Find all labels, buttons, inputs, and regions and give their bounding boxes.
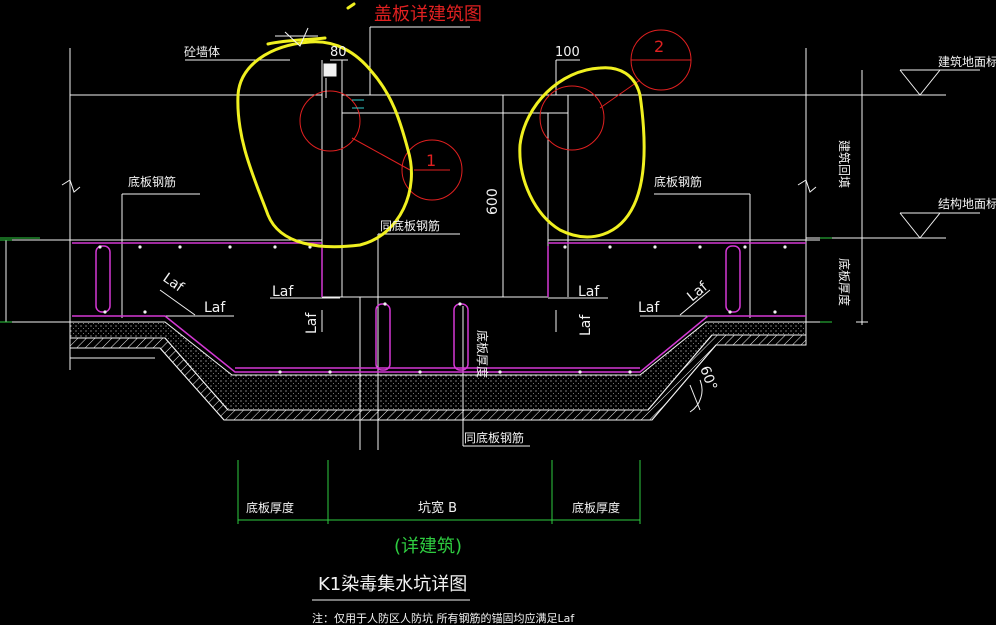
top-detail bbox=[275, 27, 337, 98]
laf-6: Laf bbox=[578, 314, 594, 336]
bottom-dimension bbox=[0, 237, 832, 524]
pit-profile bbox=[69, 321, 807, 421]
cyan-marker bbox=[352, 99, 364, 109]
backfill-label: 建筑回填 bbox=[837, 140, 852, 188]
laf-2: Laf bbox=[272, 284, 294, 300]
bottom-rebar-right: 底板钢筋 bbox=[654, 174, 702, 189]
dim-mid-label: 坑宽 B bbox=[418, 500, 457, 516]
dim-right-label: 底板厚度 bbox=[572, 500, 620, 515]
same-rebar-top: 同底板钢筋 bbox=[380, 218, 440, 233]
dim-600: 600 bbox=[485, 188, 501, 215]
dim-100: 100 bbox=[555, 45, 580, 60]
arch-floor-level: 建筑地面标高 bbox=[938, 54, 996, 69]
laf-1: Laf bbox=[204, 300, 226, 316]
angle-label: 60° bbox=[696, 364, 720, 393]
callout-2: 2 bbox=[654, 37, 664, 56]
yellow-markup bbox=[236, 2, 646, 249]
slab-thickness-center: 底板厚度 bbox=[475, 330, 490, 378]
same-rebar-bottom: 同底板钢筋 bbox=[464, 430, 524, 445]
red-callouts bbox=[299, 29, 692, 201]
callout-1: 1 bbox=[426, 151, 436, 170]
rebar-dots bbox=[98, 245, 787, 374]
dim-80: 80 bbox=[330, 45, 347, 60]
footnote: 注：仅用于人防区人防坑 所有钢筋的锚固均应满足Laf bbox=[312, 611, 575, 625]
wall-label: 砼墙体 bbox=[184, 45, 220, 59]
rebar bbox=[72, 242, 806, 373]
laf-3: Laf bbox=[578, 284, 600, 300]
laf-8: Laf bbox=[684, 278, 711, 305]
struct-floor-level: 结构地面标高 bbox=[938, 196, 996, 211]
laf-5: Laf bbox=[304, 312, 320, 334]
text-labels: 盖板详建筑图 砼墙体 80 100 600 底板钢筋 底板钢筋 同底板钢筋 同底… bbox=[128, 4, 996, 625]
bottom-rebar-left: 底板钢筋 bbox=[128, 174, 176, 189]
title-red: 盖板详建筑图 bbox=[374, 4, 482, 25]
laf-4: Laf bbox=[638, 300, 660, 316]
detail-note: (详建筑) bbox=[394, 536, 462, 557]
dim-left-label: 底板厚度 bbox=[246, 500, 294, 515]
main-title: K1染毒集水坑详图 bbox=[318, 574, 467, 595]
slab-thickness-right: 底板厚度 bbox=[837, 258, 852, 306]
